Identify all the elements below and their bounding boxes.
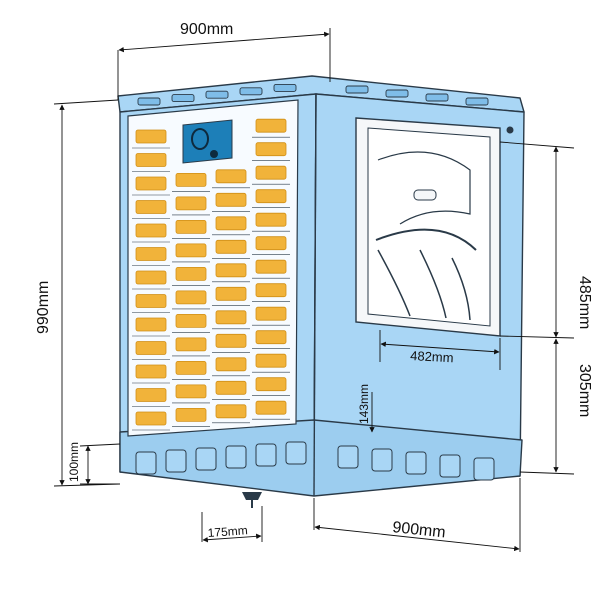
cooling-pad-cell — [175, 196, 207, 211]
cooling-pad-cell — [175, 219, 207, 234]
cooling-pad-cell — [175, 337, 207, 352]
cooling-pad-cell — [255, 212, 287, 227]
cooling-pad-cell — [135, 388, 167, 402]
cooling-pad-cell — [215, 263, 247, 278]
base-vent-slot — [165, 449, 187, 473]
cooling-pad-cell — [255, 189, 287, 204]
fan-blade-arc — [375, 228, 477, 251]
base-vent-slot — [195, 447, 217, 471]
cooling-pad-cell — [255, 377, 287, 392]
cooling-pad-cell — [135, 247, 167, 261]
cooling-pad-cell — [215, 404, 247, 419]
motor-shroud — [377, 151, 471, 225]
screw-icon — [506, 126, 514, 134]
cooling-pad-cell — [255, 330, 287, 345]
cooling-pad-cell — [135, 364, 167, 379]
cooling-pad-cell — [255, 353, 287, 368]
top-width-label: 900mm — [180, 21, 233, 38]
pad-cells — [132, 118, 290, 431]
drain-width-label: 175mm — [207, 523, 248, 540]
lid-vent-slot — [205, 90, 229, 99]
dimension-lines — [53, 28, 575, 552]
window-height-label: 485mm — [576, 276, 593, 329]
bottom-width-label: 900mm — [392, 519, 447, 541]
cooling-pad-cell — [175, 243, 207, 258]
cooling-pad-panel — [127, 99, 299, 437]
cooling-pad-cell — [215, 216, 247, 231]
corner-edge — [313, 93, 317, 497]
cooling-pad-cell — [215, 357, 247, 372]
cooling-pad-cell — [135, 317, 167, 332]
lid-vent-slot — [273, 83, 297, 92]
cooling-pad-cell — [215, 169, 247, 184]
lid-vent-slot — [239, 87, 263, 96]
base-vent-slot — [255, 443, 277, 467]
cooling-pad-cell — [175, 172, 207, 187]
lid-vents — [137, 83, 489, 106]
cooling-pad-cell — [175, 384, 207, 399]
cooling-pad-cell — [215, 192, 247, 207]
cooling-pad-cell — [135, 129, 167, 144]
lid-vent-slot — [465, 97, 489, 106]
cooling-pad-cell — [135, 411, 167, 426]
cooling-pad-cell — [135, 176, 167, 191]
drain-outlet — [242, 492, 262, 500]
cooling-pad-cell — [215, 286, 247, 301]
cooling-pad-cell — [175, 407, 207, 422]
lid-vent-slot — [345, 85, 369, 94]
fan-blade — [377, 249, 411, 317]
cooling-pad-cell — [255, 306, 287, 321]
base-vent-slot — [135, 451, 157, 475]
lid-vent-slot — [425, 93, 449, 102]
cooling-pad-cell — [215, 333, 247, 348]
cooling-pad-cell — [135, 341, 167, 355]
cooling-pad-cell — [175, 360, 207, 375]
cooling-pad-cell — [135, 223, 167, 238]
window-width-label: 482mm — [410, 348, 454, 365]
cooling-pad-cell — [175, 266, 207, 281]
base-vent-slot — [225, 445, 247, 469]
base-vent-slot — [439, 454, 461, 478]
window-to-base-label: 305mm — [576, 364, 593, 417]
cooling-pad-cell — [255, 283, 287, 298]
cooling-pad-cell — [215, 380, 247, 395]
base-vents — [135, 441, 495, 481]
cooling-pad-cell — [255, 142, 287, 157]
cooling-pad-cell — [255, 400, 287, 415]
lid-vent-slot — [385, 89, 409, 98]
motor-label-plate — [413, 189, 437, 201]
base-vent-slot — [285, 441, 307, 465]
cooling-pad-cell — [255, 259, 287, 274]
cooling-pad-cell — [175, 290, 207, 305]
outlet-offset-label: 143mm — [357, 384, 371, 424]
cooling-pad-cell — [255, 165, 287, 180]
cooling-pad-cell — [215, 310, 247, 325]
float-valve-icon — [191, 128, 209, 150]
fitting-icon — [210, 150, 218, 158]
base-vent-slot — [405, 451, 427, 475]
lid-vent-slot — [171, 94, 195, 103]
cooling-pad-cell — [255, 118, 287, 133]
cooling-pad-cell — [255, 236, 287, 251]
base-vent-slot — [337, 445, 359, 469]
height-total-label: 990mm — [35, 281, 52, 334]
air-outlet-window — [355, 117, 514, 337]
cooling-pad-cell — [135, 153, 167, 167]
cooling-pad-cell — [135, 200, 167, 214]
base-vent-slot — [473, 457, 495, 481]
cooling-pad-cell — [215, 239, 247, 254]
cooling-pad-cell — [175, 313, 207, 328]
base-vent-slot — [371, 448, 393, 472]
cooling-pad-cell — [135, 294, 167, 308]
lid-vent-slot — [137, 97, 161, 106]
fan-blade — [419, 249, 447, 319]
base-height-label: 100mm — [67, 442, 81, 482]
fan-blade — [451, 257, 471, 321]
cooling-pad-cell — [135, 270, 167, 285]
